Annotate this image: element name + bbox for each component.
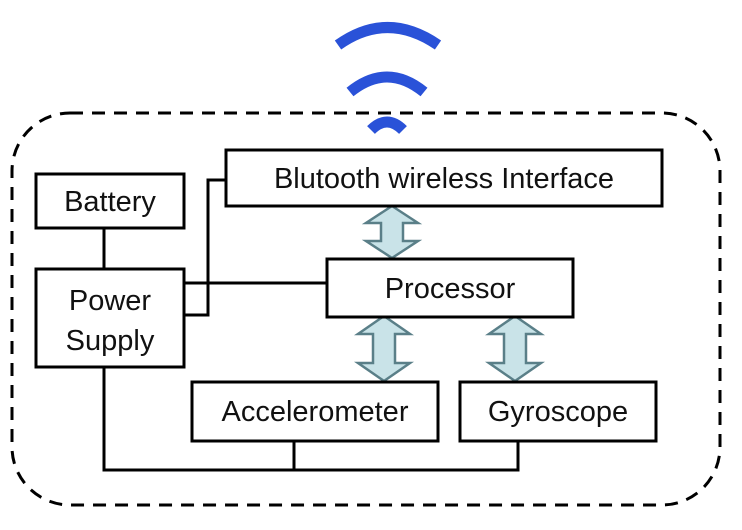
processor-accelerometer-arrow: [353, 314, 415, 383]
wifi-signal-icon: [334, 22, 442, 135]
processor-box: [325, 257, 575, 319]
bluetooth-processor-arrow: [361, 204, 423, 260]
battery-block: Battery: [34, 172, 186, 230]
gyroscope-box: [458, 380, 658, 443]
wifi-arc-small: [367, 116, 407, 135]
processor-block: Processor: [325, 257, 575, 319]
bluetooth-block: Blutooth wireless Interface: [224, 148, 664, 208]
battery-box: [34, 172, 186, 230]
bluetooth-box: [224, 148, 664, 208]
gyroscope-label: Gyroscope: [488, 396, 628, 428]
wifi-arc-large: [334, 22, 442, 50]
accelerometer-block: Accelerometer: [190, 380, 440, 443]
connection-lines: [102, 178, 520, 472]
power-supply-label-line1: Power: [69, 285, 152, 317]
power-supply-block: Power Supply: [34, 267, 186, 369]
power-bus-line: [102, 367, 520, 472]
accelerometer-box: [190, 380, 440, 443]
processor-gyroscope-arrow: [484, 314, 546, 383]
wifi-arc-medium: [346, 71, 428, 97]
accelerometer-label: Accelerometer: [222, 396, 409, 428]
gyroscope-block: Gyroscope: [458, 380, 658, 443]
processor-label: Processor: [385, 273, 516, 305]
power-bluetooth-line: [184, 178, 226, 317]
battery-label: Battery: [64, 186, 156, 218]
device-enclosure: [10, 111, 722, 507]
bluetooth-label: Blutooth wireless Interface: [274, 163, 614, 195]
power-supply-label-line2: Supply: [66, 325, 155, 357]
power-supply-box: [34, 267, 186, 369]
